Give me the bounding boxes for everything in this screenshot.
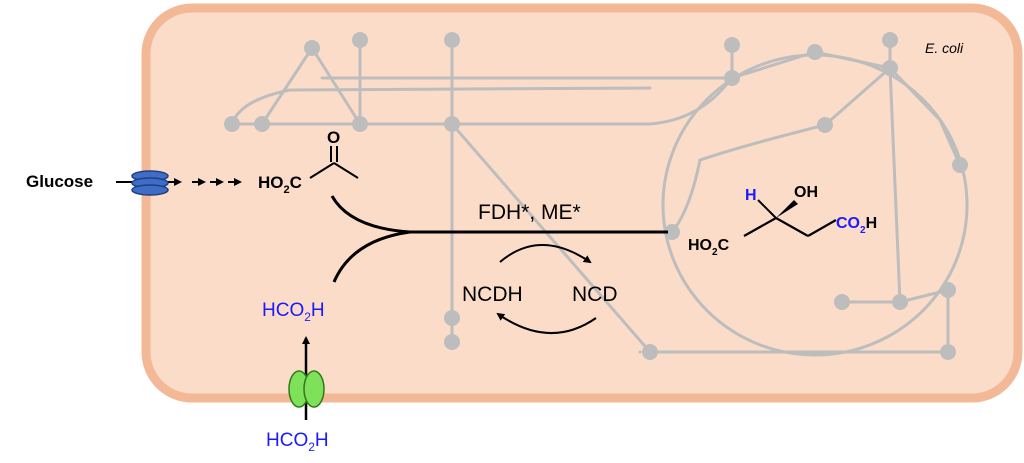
svg-text:HO2C: HO2C <box>688 237 730 258</box>
malate-structure: H OH HO2C CO2H <box>688 184 877 258</box>
organism-label: E. coli <box>925 40 964 56</box>
formate-inside-label: HCO2H <box>262 300 325 324</box>
svg-text:O: O <box>327 128 340 147</box>
ncdh-label: NCDH <box>462 283 523 306</box>
svg-text:HO2C: HO2C <box>258 173 302 196</box>
metabolic-network <box>230 38 969 357</box>
enzymes-label: FDH*, ME* <box>478 201 581 224</box>
ncd-label: NCD <box>572 283 618 306</box>
pyruvate-structure: HO2C O <box>258 128 359 196</box>
svg-text:CO2H: CO2H <box>836 215 877 236</box>
network-nodes <box>224 32 968 360</box>
ecoli-cell <box>141 3 1023 403</box>
formate-outside-label: HCO2H <box>266 430 329 454</box>
reaction-arrows <box>330 195 668 283</box>
glucose-label: Glucose <box>26 172 93 191</box>
cofactor-cycle-arrows <box>496 244 597 335</box>
formate-transporter-icon <box>288 336 325 420</box>
glucose-transporter-icon <box>116 170 182 196</box>
svg-text:OH: OH <box>794 184 818 201</box>
svg-text:H: H <box>745 187 757 204</box>
